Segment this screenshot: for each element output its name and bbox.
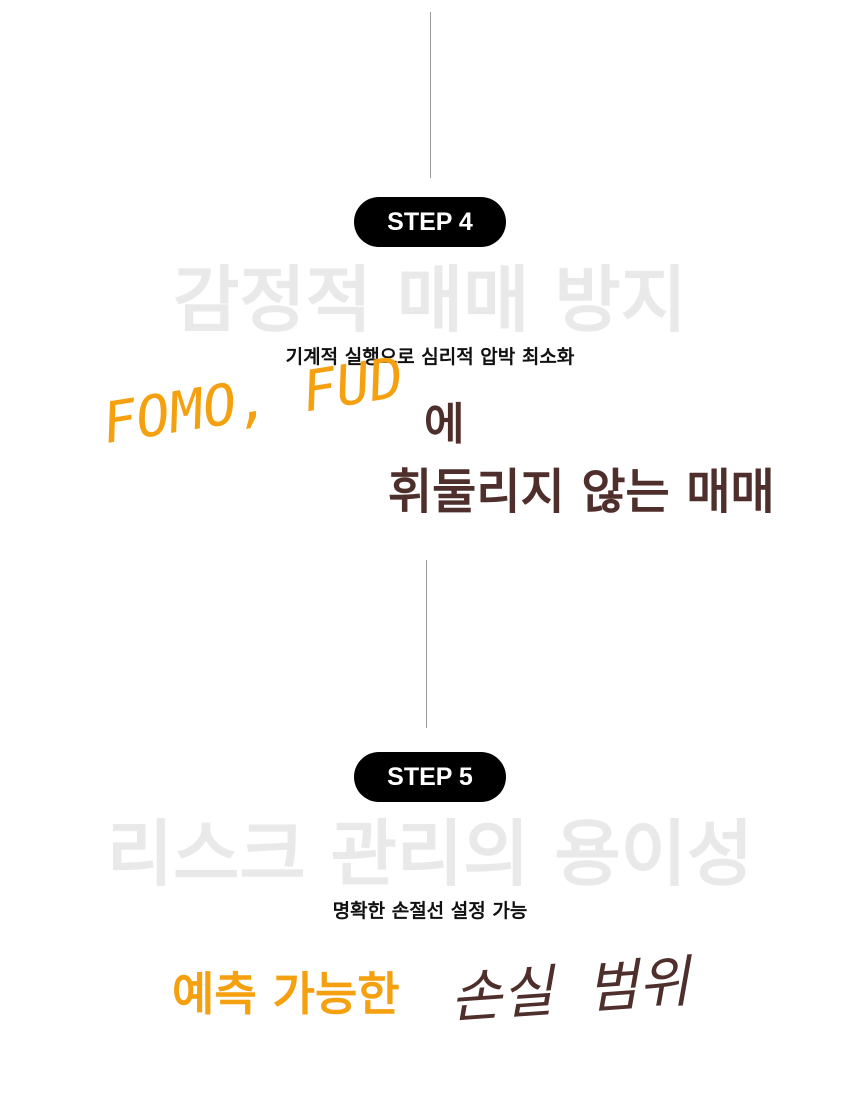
step-5-badge: STEP 5 xyxy=(354,752,506,802)
step-5-headline: 예측 가능한 xyxy=(172,967,400,1021)
connector-line-middle xyxy=(426,560,427,728)
step-4-subtitle: 기계적 실행으로 심리적 압박 최소화 xyxy=(285,346,575,368)
step-5-watermark: 리스크 관리의 용이성 xyxy=(106,812,754,896)
step-4-badge: STEP 4 xyxy=(354,197,506,247)
step-5-script-headline: 손실 범위 xyxy=(447,949,692,1032)
step-4-headline-suffix: 에 xyxy=(424,399,465,450)
step-5-subtitle: 명확한 손절선 설정 가능 xyxy=(332,900,528,922)
step-4-watermark: 감정적 매매 방지 xyxy=(173,258,687,342)
step-4-headline: 휘둘리지 않는 매매 xyxy=(388,464,775,520)
connector-line-top xyxy=(430,12,431,178)
